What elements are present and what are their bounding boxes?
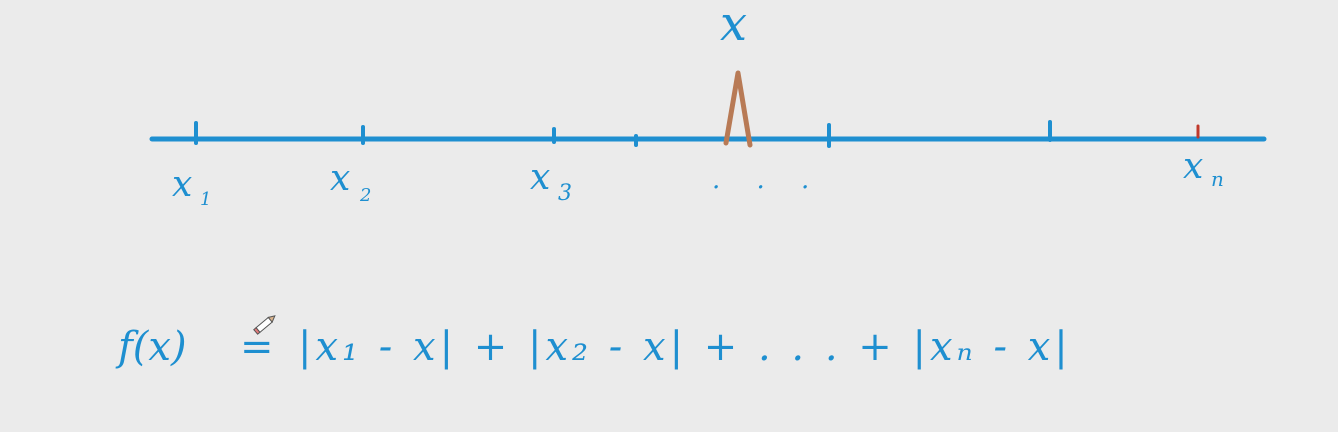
point-label-x1-sub: 1: [200, 189, 211, 210]
point-label-xn-base: x: [1183, 146, 1203, 187]
marker-label: x: [720, 0, 747, 52]
point-label-x2: x 2: [330, 158, 371, 206]
formula-lhs: f(x): [115, 324, 187, 370]
formula: f(x) = |x₁ - x| + |x₂ - x| + . . . + |xₙ…: [115, 324, 1072, 370]
point-label-x1-base: x: [172, 164, 192, 205]
x-position-marker: [723, 70, 753, 148]
formula-rhs: |x₁ - x| + |x₂ - x| + . . . + |xₙ - x|: [298, 324, 1072, 370]
point-label-x2-sub: 2: [359, 185, 371, 206]
point-label-xn: x n: [1183, 146, 1224, 191]
ellipsis: . . .: [712, 165, 823, 195]
point-label-x3: x 3: [530, 157, 572, 206]
point-label-x3-base: x: [530, 157, 550, 198]
point-label-x2-base: x: [330, 158, 350, 199]
pencil-cursor-icon: [253, 315, 276, 335]
point-label-xn-sub: n: [1211, 167, 1224, 191]
point-label-x3-sub: 3: [558, 181, 572, 206]
point-label-x1: x 1: [172, 164, 211, 210]
